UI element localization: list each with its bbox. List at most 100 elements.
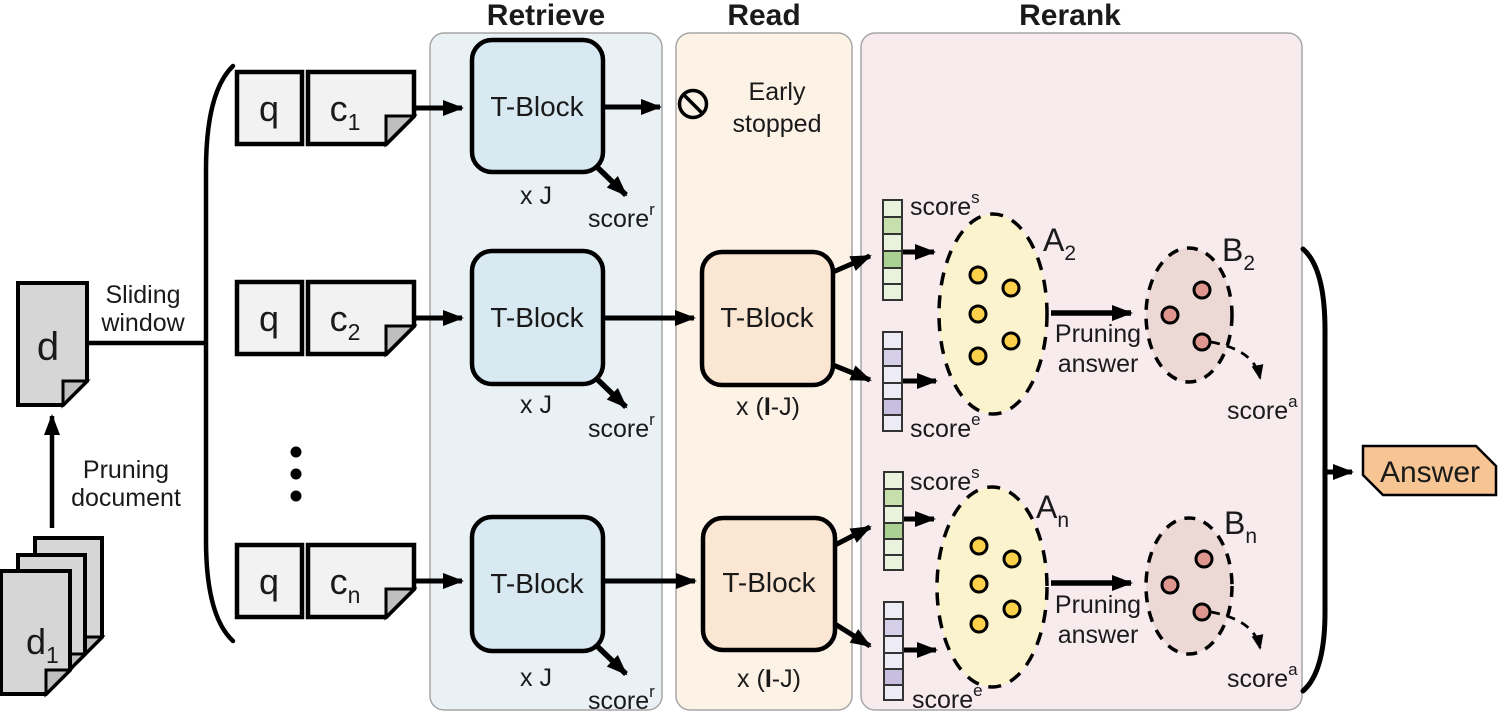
pruned-dot bbox=[1160, 575, 1180, 595]
pruning-answer-label-rown-line1: Pruning bbox=[1055, 591, 1141, 619]
retrieve-tblock-rown: T-Block x J scorer bbox=[469, 514, 697, 715]
score-s-label-row2: scores bbox=[910, 188, 980, 221]
repeat-xij-2: x (I-J) bbox=[736, 393, 800, 421]
pruned-dot bbox=[1192, 332, 1212, 352]
pruned-set-bn: Bn scorea bbox=[1144, 505, 1298, 693]
bar-seg bbox=[883, 618, 904, 637]
q-box-1 bbox=[234, 69, 305, 147]
candidate-set-an: An bbox=[935, 485, 1069, 689]
pruned-dot bbox=[1192, 280, 1212, 300]
candidate-dot bbox=[969, 536, 989, 556]
bar-seg bbox=[883, 471, 904, 490]
repeat-xj-n: x J bbox=[520, 664, 552, 692]
arrow-readn-to-scoree-bar bbox=[833, 621, 872, 649]
candidate-dot bbox=[969, 574, 989, 594]
tblock-retrieve-1-label: T-Block bbox=[490, 91, 584, 122]
rows-ellipsis bbox=[290, 446, 302, 502]
cn-label: cn bbox=[330, 561, 361, 608]
rerank-header: Rerank bbox=[1019, 0, 1121, 32]
a2-ellipse bbox=[937, 212, 1049, 416]
stack-label: d1 bbox=[26, 621, 59, 668]
early-stopped-line1: Early bbox=[749, 78, 806, 106]
doc-d-label: d bbox=[37, 325, 59, 369]
bar-seg bbox=[883, 601, 904, 620]
bar-seg bbox=[882, 382, 903, 400]
bar-seg bbox=[883, 684, 904, 701]
read-tblock-rown: T-Block x (I-J) bbox=[700, 515, 838, 693]
bar-seg bbox=[882, 414, 903, 432]
bar-seg bbox=[883, 505, 904, 524]
bar-seg bbox=[882, 233, 903, 252]
candidate-dot bbox=[968, 304, 988, 324]
candidate-dot bbox=[1001, 278, 1021, 298]
stack-page-front-fold bbox=[44, 668, 74, 698]
q-box-n bbox=[234, 542, 305, 620]
score-r-n: scorer bbox=[588, 682, 655, 715]
repeat-xij-n: x (I-J) bbox=[737, 665, 801, 693]
tblock-retrieve-2 bbox=[469, 248, 606, 387]
no-entry-icon bbox=[677, 88, 709, 120]
tblock-read-n bbox=[700, 515, 838, 653]
document-stack: d1 bbox=[0, 536, 106, 698]
score-e-label-rown: scoree bbox=[912, 681, 983, 714]
candidate-set-a2: A2 bbox=[937, 212, 1076, 416]
arrow-readn-to-scores-bar bbox=[833, 524, 872, 548]
answer-label: Answer bbox=[1380, 456, 1480, 489]
answer-output: Answer bbox=[1361, 444, 1498, 497]
bar-seg bbox=[882, 283, 903, 301]
input-row-2: q c2 bbox=[234, 279, 464, 358]
repeat-xj-2: x J bbox=[520, 391, 552, 419]
tblock-read-n-label: T-Block bbox=[722, 567, 816, 598]
bar-seg bbox=[883, 554, 904, 571]
c1-label: c1 bbox=[330, 88, 361, 135]
score-r-1: scorer bbox=[588, 200, 655, 233]
pruned-dot bbox=[1160, 305, 1180, 325]
sliding-window-label-line2: window bbox=[100, 309, 185, 337]
early-stopped-line2: stopped bbox=[733, 110, 822, 138]
tblock-retrieve-2-label: T-Block bbox=[490, 302, 584, 333]
sliding-window-label-line1: Sliding bbox=[105, 281, 180, 309]
bar-seg bbox=[883, 488, 904, 507]
bar-seg bbox=[883, 522, 904, 540]
pruning-answer-label-rown-line2: answer bbox=[1058, 621, 1139, 649]
pruning-answer-label-row2-line2: answer bbox=[1058, 350, 1139, 378]
a2-label: A2 bbox=[1043, 222, 1076, 265]
bar-seg bbox=[882, 365, 903, 384]
q-label-n: q bbox=[259, 561, 279, 602]
score-e-bar-rown bbox=[883, 601, 904, 701]
repeat-xj-1: x J bbox=[520, 182, 552, 210]
bar-seg bbox=[882, 398, 903, 416]
input-row-n: q cn bbox=[234, 542, 464, 621]
input-row-1: q c1 bbox=[234, 69, 464, 148]
c1-fold bbox=[384, 114, 418, 148]
arrow-b2-to-score-a bbox=[1210, 340, 1264, 380]
early-stopped-group: Early stopped bbox=[677, 78, 822, 138]
candidate-dot bbox=[1002, 599, 1022, 619]
c2-fold bbox=[384, 324, 418, 358]
q-label-2: q bbox=[259, 298, 279, 339]
bn-label: Bn bbox=[1224, 505, 1257, 548]
bar-seg bbox=[882, 199, 903, 218]
arrow-read2-to-scoree-bar bbox=[832, 362, 872, 383]
score-s-label-rown: scores bbox=[910, 463, 980, 496]
arrow-score-r-2 bbox=[595, 377, 628, 409]
tblock-read-2-label: T-Block bbox=[720, 302, 814, 333]
candidate-dot bbox=[968, 265, 988, 285]
pruned-dot bbox=[1194, 549, 1214, 569]
ellipsis-dot bbox=[290, 446, 302, 458]
score-a-label-rown: scorea bbox=[1227, 660, 1298, 693]
tblock-retrieve-n-label: T-Block bbox=[490, 568, 584, 599]
score-r-2: scorer bbox=[588, 410, 655, 443]
left-brace bbox=[203, 63, 236, 644]
bar-seg bbox=[883, 668, 904, 686]
pruned-set-b2: B2 scorea bbox=[1144, 232, 1298, 425]
pruning-document-label-line2: document bbox=[71, 484, 181, 512]
bar-seg bbox=[883, 652, 904, 670]
pruned-dot bbox=[1192, 602, 1212, 622]
tblock-retrieve-1 bbox=[469, 37, 606, 175]
bar-seg bbox=[882, 348, 903, 367]
doc-d-fold bbox=[61, 379, 91, 409]
arrow-score-r-n bbox=[595, 644, 628, 676]
no-entry-icon-slash bbox=[682, 93, 704, 115]
ellipsis-dot bbox=[290, 468, 302, 480]
